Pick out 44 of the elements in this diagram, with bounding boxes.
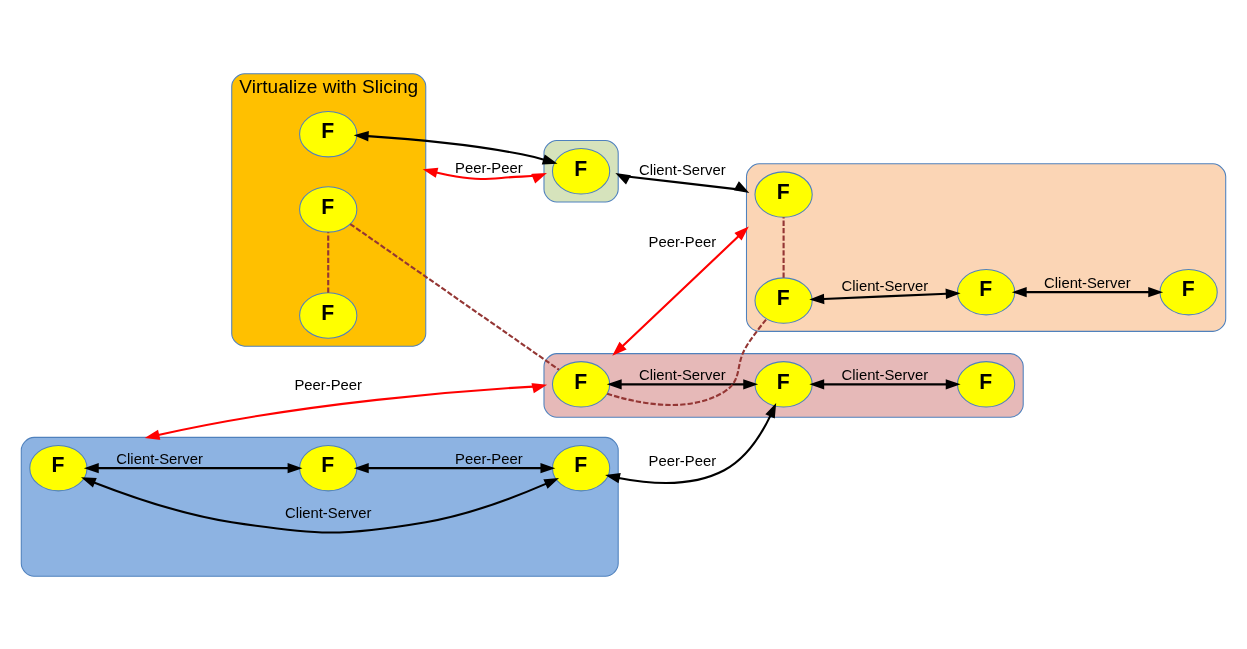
arrow — [422, 167, 547, 184]
connector — [327, 231, 330, 293]
edge-label: Peer-Peer — [294, 376, 363, 393]
edge-label: Client-Server — [841, 277, 929, 294]
arrow — [809, 288, 961, 304]
edge-label: Peer-Peer — [455, 159, 523, 176]
node-ellipse: F — [1159, 268, 1218, 315]
connector — [606, 317, 768, 406]
edge-label: Client-Server — [639, 161, 726, 178]
arrow — [83, 462, 303, 473]
node-ellipse: F — [956, 268, 1016, 315]
node-ellipse: F — [299, 185, 358, 233]
node-ellipse: F — [551, 444, 611, 491]
arrow — [353, 130, 558, 164]
node-ellipse: F — [551, 360, 611, 408]
node-ellipse: F — [754, 360, 813, 408]
edge-label: Peer-Peer — [648, 233, 717, 250]
edge-label: Client-Server — [841, 366, 929, 383]
node-ellipse: F — [299, 291, 358, 339]
edge-label: Peer-Peer — [455, 450, 523, 467]
cluster — [745, 162, 1227, 332]
arrow — [81, 476, 560, 534]
arrow — [615, 172, 750, 193]
arrow — [353, 462, 556, 473]
connector — [782, 216, 785, 278]
node-ellipse: F — [754, 276, 813, 324]
connector — [349, 222, 560, 371]
arrow — [606, 378, 759, 390]
node-ellipse: F — [956, 360, 1016, 408]
edge-label: Client-Server — [1044, 274, 1131, 291]
arrow — [1011, 286, 1164, 297]
arrow — [605, 402, 777, 484]
edge-label: Client-Server — [116, 450, 203, 467]
arrow — [144, 382, 548, 440]
edge-label: Peer-Peer — [648, 452, 717, 469]
node-ellipse: F — [754, 170, 813, 218]
node-ellipse: F — [29, 444, 88, 491]
arrow — [612, 226, 749, 356]
edge-label: Client-Server — [284, 504, 372, 521]
node-ellipse: F — [551, 147, 611, 194]
arrow — [809, 378, 961, 390]
node-ellipse: F — [299, 444, 358, 491]
edge-label: Client-Server — [639, 366, 726, 383]
node-ellipse: F — [299, 110, 358, 157]
